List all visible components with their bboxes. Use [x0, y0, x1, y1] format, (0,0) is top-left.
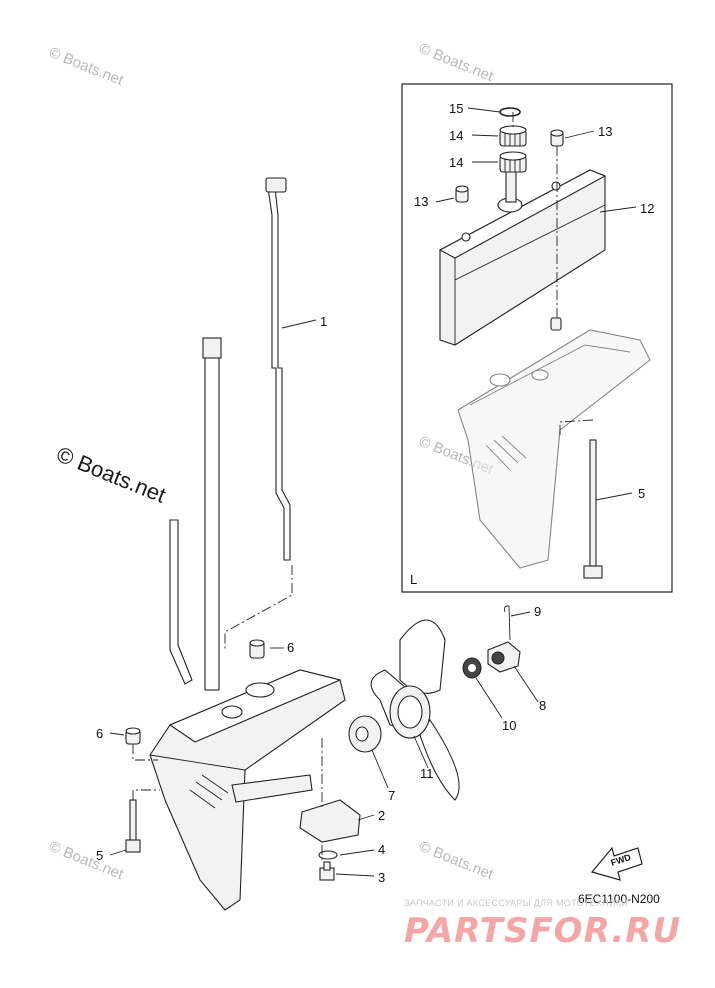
callout-10: 10 [502, 718, 516, 733]
callout-13-right: 13 [598, 124, 612, 139]
bolt-3 [319, 861, 335, 881]
dowel-pin-6-left [125, 727, 141, 745]
inset-lower-case [457, 329, 651, 569]
anode-2 [299, 799, 361, 843]
callout-13-left: 13 [414, 194, 428, 209]
propeller-11 [370, 619, 460, 801]
lower-casing [149, 669, 346, 911]
watermark: © Boats.net [47, 838, 127, 884]
collar-13-left [455, 185, 469, 203]
inset-box: L [401, 83, 673, 593]
callout-1: 1 [320, 314, 327, 329]
callouts: 1 2 3 4 5 5 6 6 7 8 9 10 11 12 13 13 14 … [96, 101, 654, 885]
callout-3: 3 [378, 870, 385, 885]
callout-9: 9 [534, 604, 541, 619]
watermark: © Boats.net [47, 44, 127, 90]
callout-14-top: 14 [449, 128, 463, 143]
alignment-lines [132, 112, 594, 862]
watermark: © Boats.net [417, 40, 497, 86]
callout-6-left: 6 [96, 726, 103, 741]
footer-subtitle: ЗАПЧАСТИ И АКСЕССУАРЫ ДЛЯ МОТОТЕХНИКИ [404, 898, 628, 908]
propeller-nut-8 [487, 641, 521, 673]
bolt-5-inset [583, 439, 603, 579]
footer-logo: PARTSFOR.RU [404, 911, 681, 951]
watermark-large: © Boats.net [53, 441, 169, 507]
needle-bearing-14-top [499, 125, 527, 147]
leader-lines [109, 107, 637, 877]
spacer-10 [462, 657, 482, 679]
washer-4 [318, 850, 338, 860]
dowel-pin-6-right [249, 639, 265, 659]
callout-5-inset: 5 [638, 486, 645, 501]
collar-13-right [550, 129, 564, 147]
watermark: © Boats.net [417, 838, 497, 884]
callout-5-main: 5 [96, 848, 103, 863]
drive-shaft [202, 337, 222, 691]
footer-watermark: ЗАПЧАСТИ И АКСЕССУАРЫ ДЛЯ МОТОТЕХНИКИ PA… [404, 898, 681, 951]
cotter-pin-9 [504, 605, 511, 641]
callout-15: 15 [449, 101, 463, 116]
shift-rod-1 [265, 177, 291, 561]
bolt-5-main [125, 799, 141, 853]
fwd-arrow-icon: FWD [590, 846, 643, 881]
callout-14-bottom: 14 [449, 155, 463, 170]
impeller-shaft-stack [505, 169, 517, 203]
circlip-15 [499, 107, 521, 117]
needle-bearing-14-bottom [499, 151, 527, 173]
callout-12: 12 [640, 201, 654, 216]
callout-7: 7 [388, 788, 395, 803]
inset-label: L [410, 572, 417, 587]
callout-8: 8 [539, 698, 546, 713]
callout-2: 2 [378, 808, 385, 823]
diagram-code: 6EC1100-N200 [578, 892, 660, 906]
collar-inset-lower [550, 317, 562, 331]
thrust-washer-7 [348, 715, 382, 753]
propeller-shaft [231, 774, 313, 803]
water-pump-housing [438, 169, 607, 346]
callout-11: 11 [420, 766, 434, 781]
callout-4: 4 [378, 842, 385, 857]
water-tube [169, 519, 193, 685]
callout-6-right: 6 [287, 640, 294, 655]
